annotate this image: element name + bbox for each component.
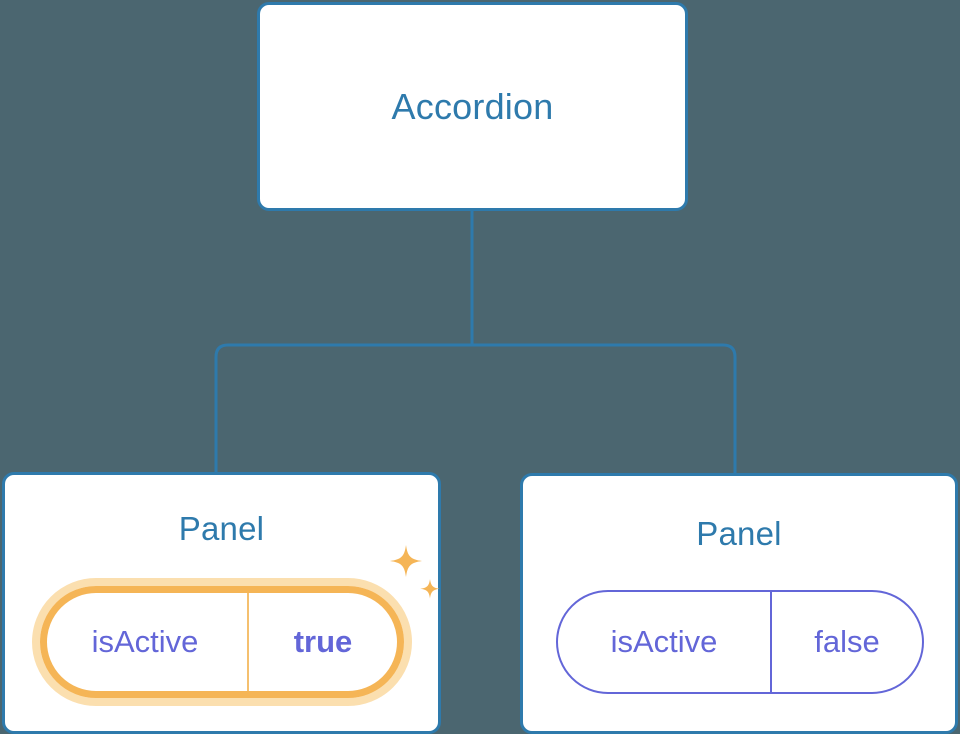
prop-pill-right-key: isActive	[610, 624, 718, 659]
connector-to-right-panel	[472, 343, 737, 473]
prop-pill-right-wrapper: isActive false	[556, 590, 924, 694]
node-title-accordion: Accordion	[391, 85, 554, 127]
prop-pill-left[interactable]: isActive true	[40, 586, 404, 698]
prop-pill-left-wrapper: isActive true	[32, 578, 412, 706]
prop-pill-left-highlight-halo: isActive true	[32, 578, 412, 706]
connector-to-left-panel	[214, 343, 472, 472]
prop-pill-left-value: true	[247, 593, 397, 691]
node-card-accordion[interactable]: Accordion	[257, 2, 688, 211]
node-title-panel-left: Panel	[178, 510, 265, 547]
prop-pill-right[interactable]: isActive false	[556, 590, 924, 694]
node-title-panel-right: Panel	[696, 515, 782, 552]
prop-pill-left-key: isActive	[91, 624, 199, 659]
prop-pill-right-value: false	[770, 592, 922, 692]
